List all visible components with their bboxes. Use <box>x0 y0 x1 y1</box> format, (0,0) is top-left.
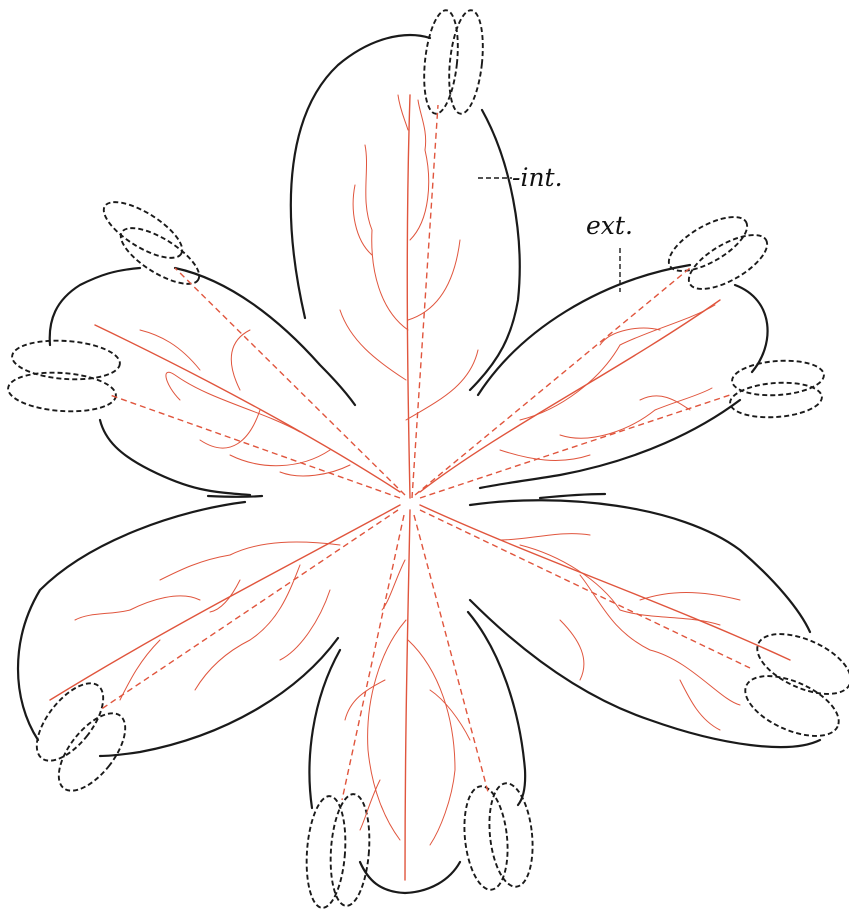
anther-upper-left-b <box>113 218 207 295</box>
trace-top <box>412 105 438 498</box>
petal-left <box>50 268 355 495</box>
midrib-right <box>420 505 790 660</box>
trace-lower-right <box>420 510 750 668</box>
anther-lower-left-b <box>46 702 137 802</box>
anther-top-a <box>420 9 463 116</box>
anther-lower-right-a <box>749 622 849 707</box>
anther-right-b <box>729 380 823 420</box>
trace-right <box>420 395 730 498</box>
trace-bottom-left <box>342 515 404 800</box>
label-int: -int. <box>512 163 563 192</box>
anther-bottom-right-a <box>460 784 513 892</box>
petal-right <box>470 500 820 747</box>
anthers <box>7 9 849 910</box>
petal-top <box>291 35 520 390</box>
notch-left <box>208 496 262 497</box>
anther-bottom-right-b <box>485 781 538 889</box>
trace-left <box>110 395 400 498</box>
label-ext: ext. <box>586 211 633 240</box>
anther-upper-right-b <box>681 224 775 299</box>
vascular-bundles <box>50 95 790 880</box>
annotations: -int. ext. <box>478 163 633 292</box>
anther-lower-right-b <box>737 664 848 749</box>
notch-right <box>540 494 605 498</box>
midrib-upper-right <box>420 300 720 492</box>
trace-bottom-right <box>414 515 488 792</box>
trace-lower-left <box>100 510 398 710</box>
anther-upper-right-a <box>661 206 755 281</box>
midrib-bottom <box>405 510 410 880</box>
petal-upper-right <box>478 265 768 488</box>
petal-outlines <box>18 35 820 893</box>
petal-lower-left <box>18 502 338 756</box>
anther-top-b <box>445 9 488 116</box>
midrib-upper-left <box>95 325 400 492</box>
trace-upper-right <box>415 268 690 495</box>
anther-bottom-left-a <box>303 795 349 909</box>
anther-bottom-left-b <box>327 793 373 907</box>
midrib-top <box>407 95 410 498</box>
anther-upper-left-a <box>96 192 190 269</box>
anther-right-a <box>731 358 825 398</box>
